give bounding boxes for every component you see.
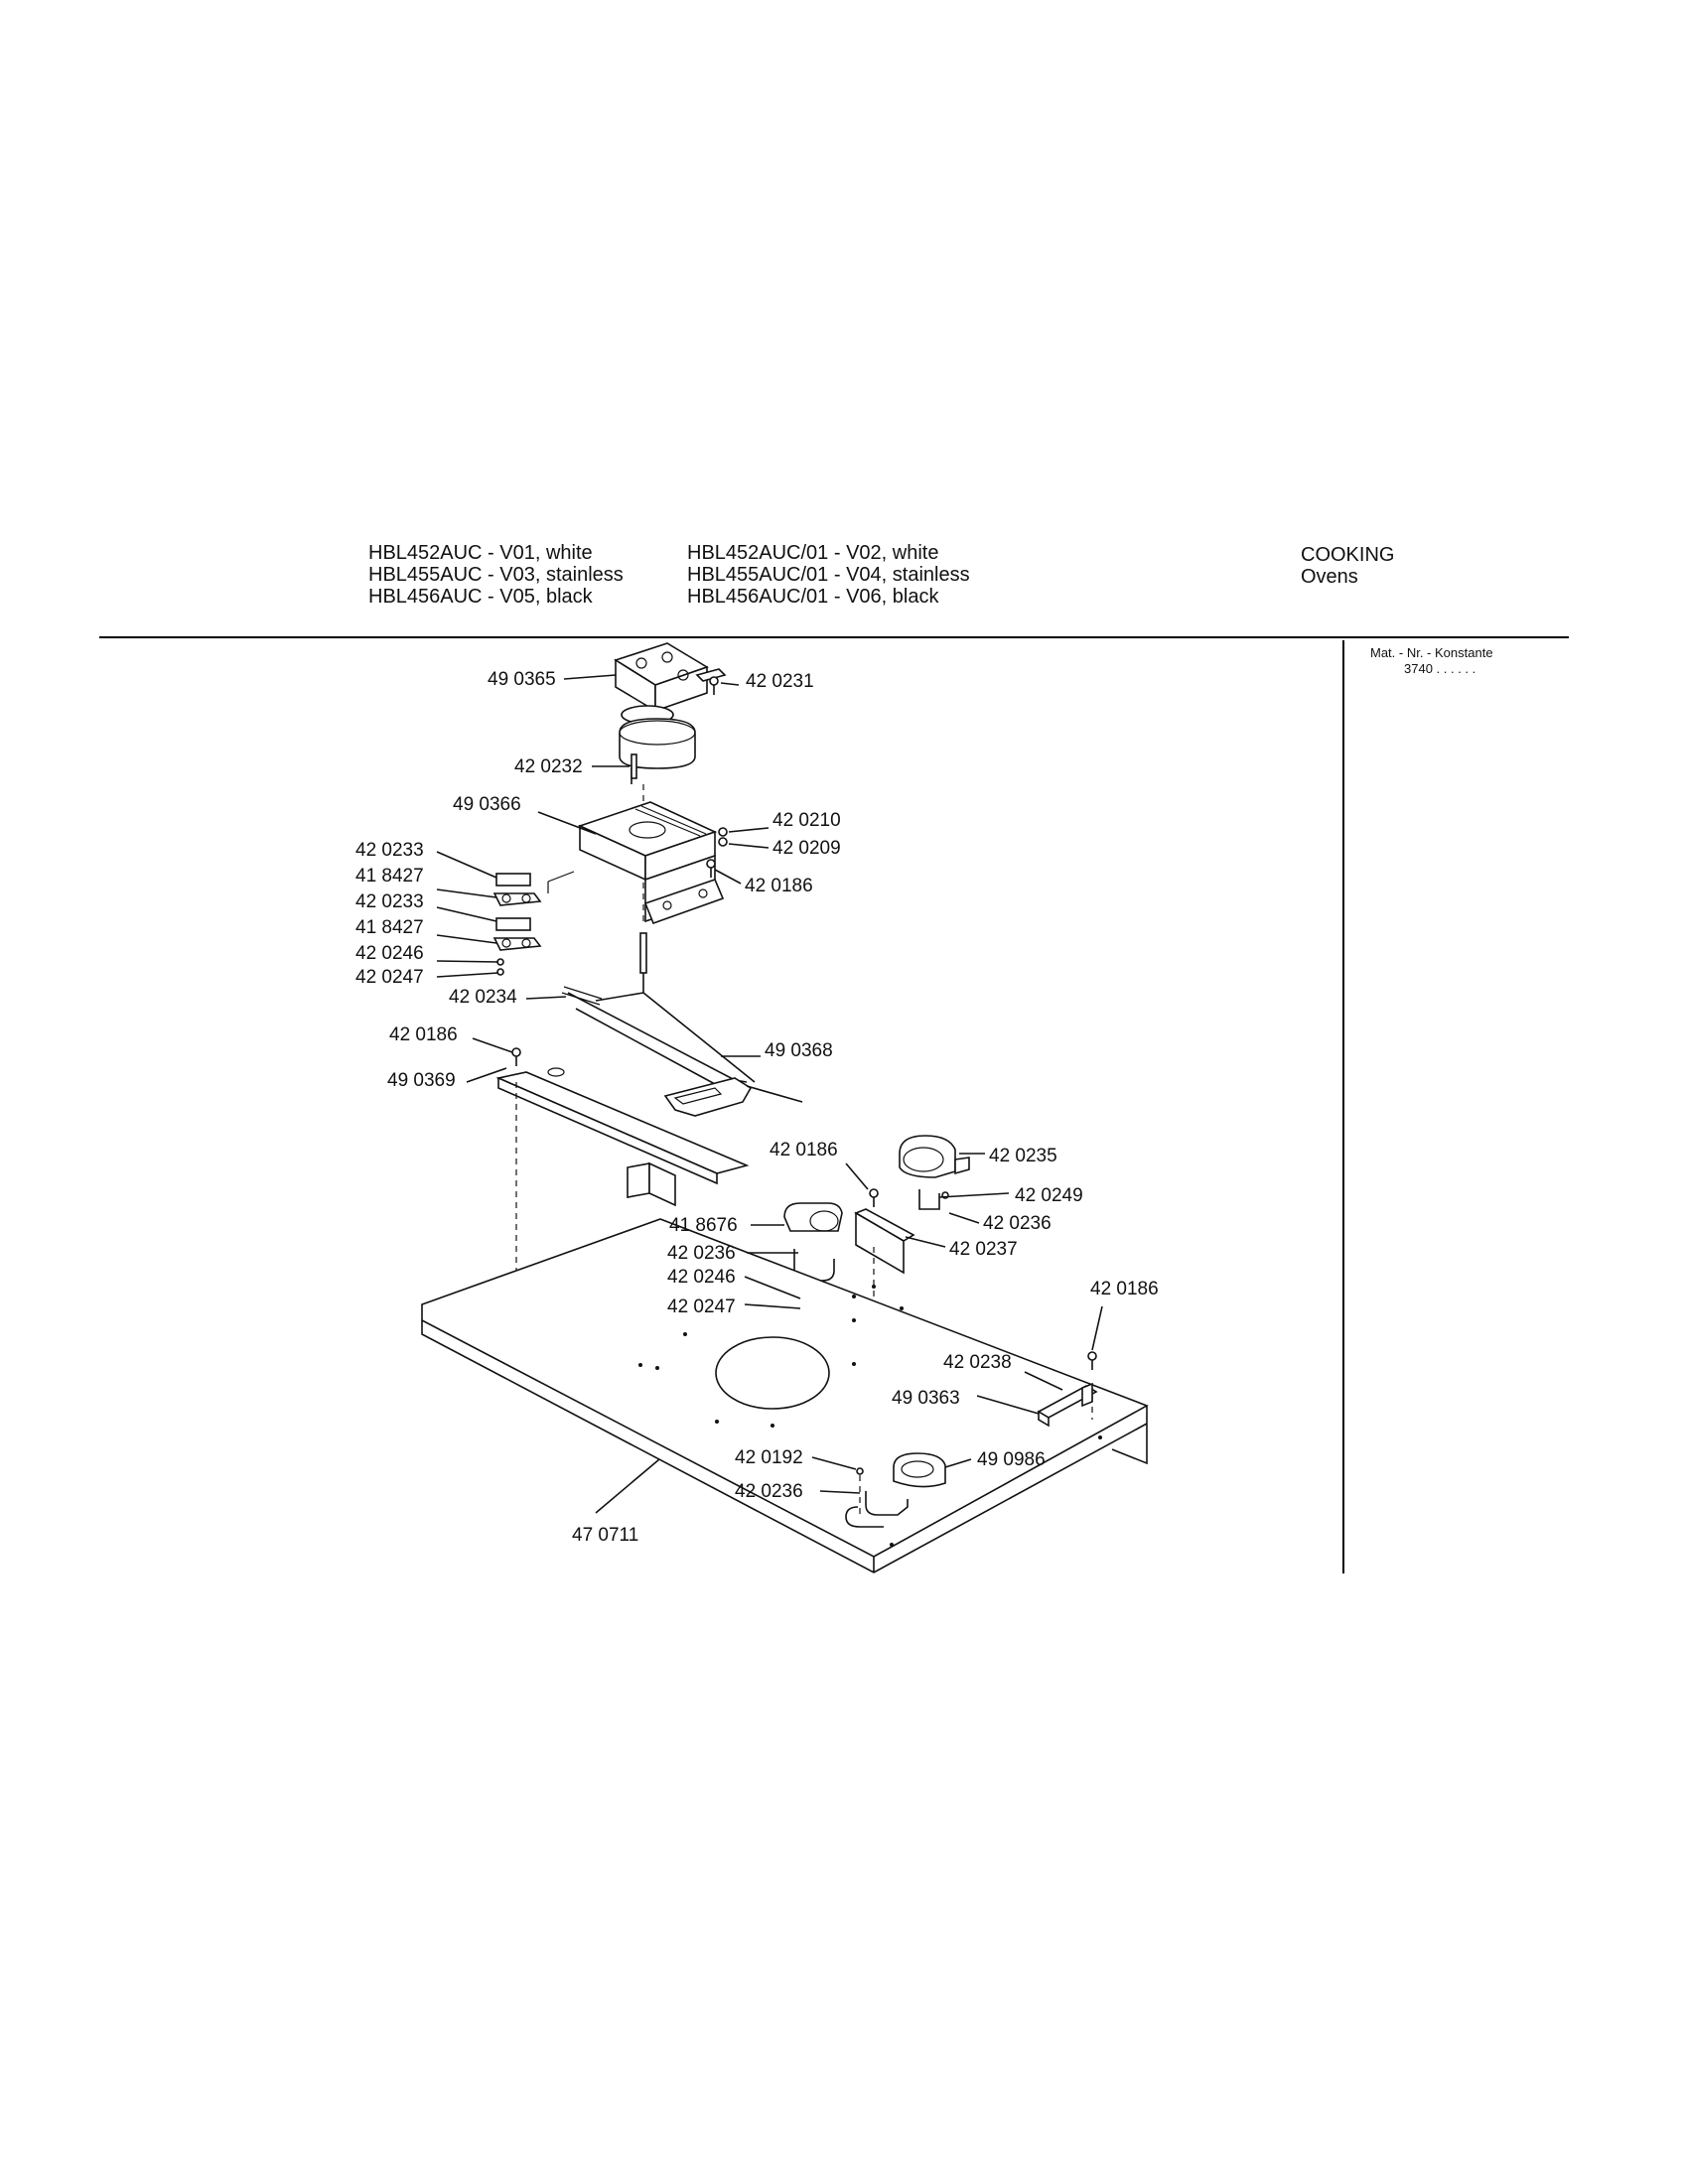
leader-lines bbox=[436, 674, 1103, 1514]
switch-stack bbox=[492, 871, 575, 976]
category-block: COOKING Ovens bbox=[1301, 544, 1394, 588]
callout-label: 42 0236 bbox=[735, 1481, 803, 1502]
callout-label: 49 0363 bbox=[892, 1388, 960, 1409]
callout-label: 42 0192 bbox=[735, 1447, 803, 1468]
callout-label: 49 0368 bbox=[765, 1040, 833, 1061]
mat-nr-block: Mat. - Nr. - Konstante 3740 . . . . . . bbox=[1370, 645, 1493, 677]
part-callouts: 49 0365 42 0231 42 0232 49 0366 42 0210 … bbox=[355, 669, 1159, 1546]
model-line: HBL456AUC/01 - V06, black bbox=[687, 586, 939, 608]
base-plate bbox=[421, 1218, 1149, 1573]
model-line: HBL455AUC/01 - V04, stainless bbox=[687, 564, 970, 586]
callout-label: 49 0365 bbox=[488, 669, 556, 690]
callout-label: 42 0209 bbox=[772, 838, 841, 859]
parts-drawing bbox=[421, 642, 1149, 1573]
door-switch-bracket bbox=[1037, 1351, 1098, 1428]
callout-label: 42 0186 bbox=[770, 1140, 838, 1160]
callout-label: 42 0236 bbox=[983, 1213, 1052, 1234]
callout-label: 49 0986 bbox=[977, 1449, 1046, 1470]
model-list-right: HBL452AUC/01 - V02, white HBL455AUC/01 -… bbox=[687, 542, 970, 608]
model-line: HBL452AUC/01 - V02, white bbox=[687, 542, 939, 564]
callout-label: 42 0210 bbox=[772, 810, 841, 831]
callout-label: 42 0247 bbox=[667, 1297, 736, 1317]
model-line: HBL456AUC - V05, black bbox=[368, 586, 593, 608]
heating-element bbox=[561, 932, 803, 1117]
callout-label: 41 8427 bbox=[355, 866, 424, 887]
callout-label: 42 0232 bbox=[514, 756, 583, 777]
callout-label: 42 0233 bbox=[355, 840, 424, 861]
callout-label: 42 0238 bbox=[943, 1352, 1012, 1373]
callout-label: 41 8427 bbox=[355, 917, 424, 938]
callout-label: 42 0186 bbox=[745, 876, 813, 896]
limiter-right bbox=[899, 1135, 970, 1210]
model-line: HBL452AUC - V01, white bbox=[368, 542, 593, 564]
callout-label: 49 0369 bbox=[387, 1070, 456, 1091]
callout-label: 42 0235 bbox=[989, 1146, 1057, 1166]
thermostat-base bbox=[845, 1452, 946, 1528]
category-subtitle: Ovens bbox=[1301, 566, 1358, 588]
element-rail bbox=[495, 1047, 750, 1300]
pin bbox=[631, 753, 637, 779]
callout-label: 42 0233 bbox=[355, 891, 424, 912]
model-line: HBL455AUC - V03, stainless bbox=[368, 564, 624, 586]
category-title: COOKING bbox=[1301, 544, 1395, 566]
limiter-bracket bbox=[854, 1188, 915, 1310]
callout-label: 42 0236 bbox=[667, 1243, 736, 1264]
callout-label: 42 0234 bbox=[449, 987, 517, 1008]
header-divider bbox=[99, 636, 1569, 638]
callout-label: 42 0247 bbox=[355, 967, 424, 988]
callout-label: 47 0711 bbox=[572, 1525, 638, 1546]
callout-label: 41 8676 bbox=[669, 1215, 738, 1236]
callout-label: 42 0246 bbox=[667, 1267, 736, 1288]
callout-label: 42 0186 bbox=[389, 1024, 458, 1045]
callout-label: 49 0366 bbox=[453, 794, 521, 815]
mat-nr-label: Mat. - Nr. - Konstante bbox=[1370, 645, 1493, 660]
model-list-left: HBL452AUC - V01, white HBL455AUC - V03, … bbox=[368, 542, 624, 608]
callout-label: 42 0237 bbox=[949, 1239, 1018, 1260]
mat-nr-value: 3740 . . . . . . bbox=[1404, 661, 1476, 676]
callout-label: 42 0246 bbox=[355, 943, 424, 964]
callout-label: 42 0186 bbox=[1090, 1279, 1159, 1299]
side-divider bbox=[1342, 640, 1344, 1573]
callout-label: 42 0249 bbox=[1015, 1185, 1083, 1206]
timer-bracket bbox=[577, 801, 728, 925]
callout-label: 42 0231 bbox=[746, 671, 814, 692]
